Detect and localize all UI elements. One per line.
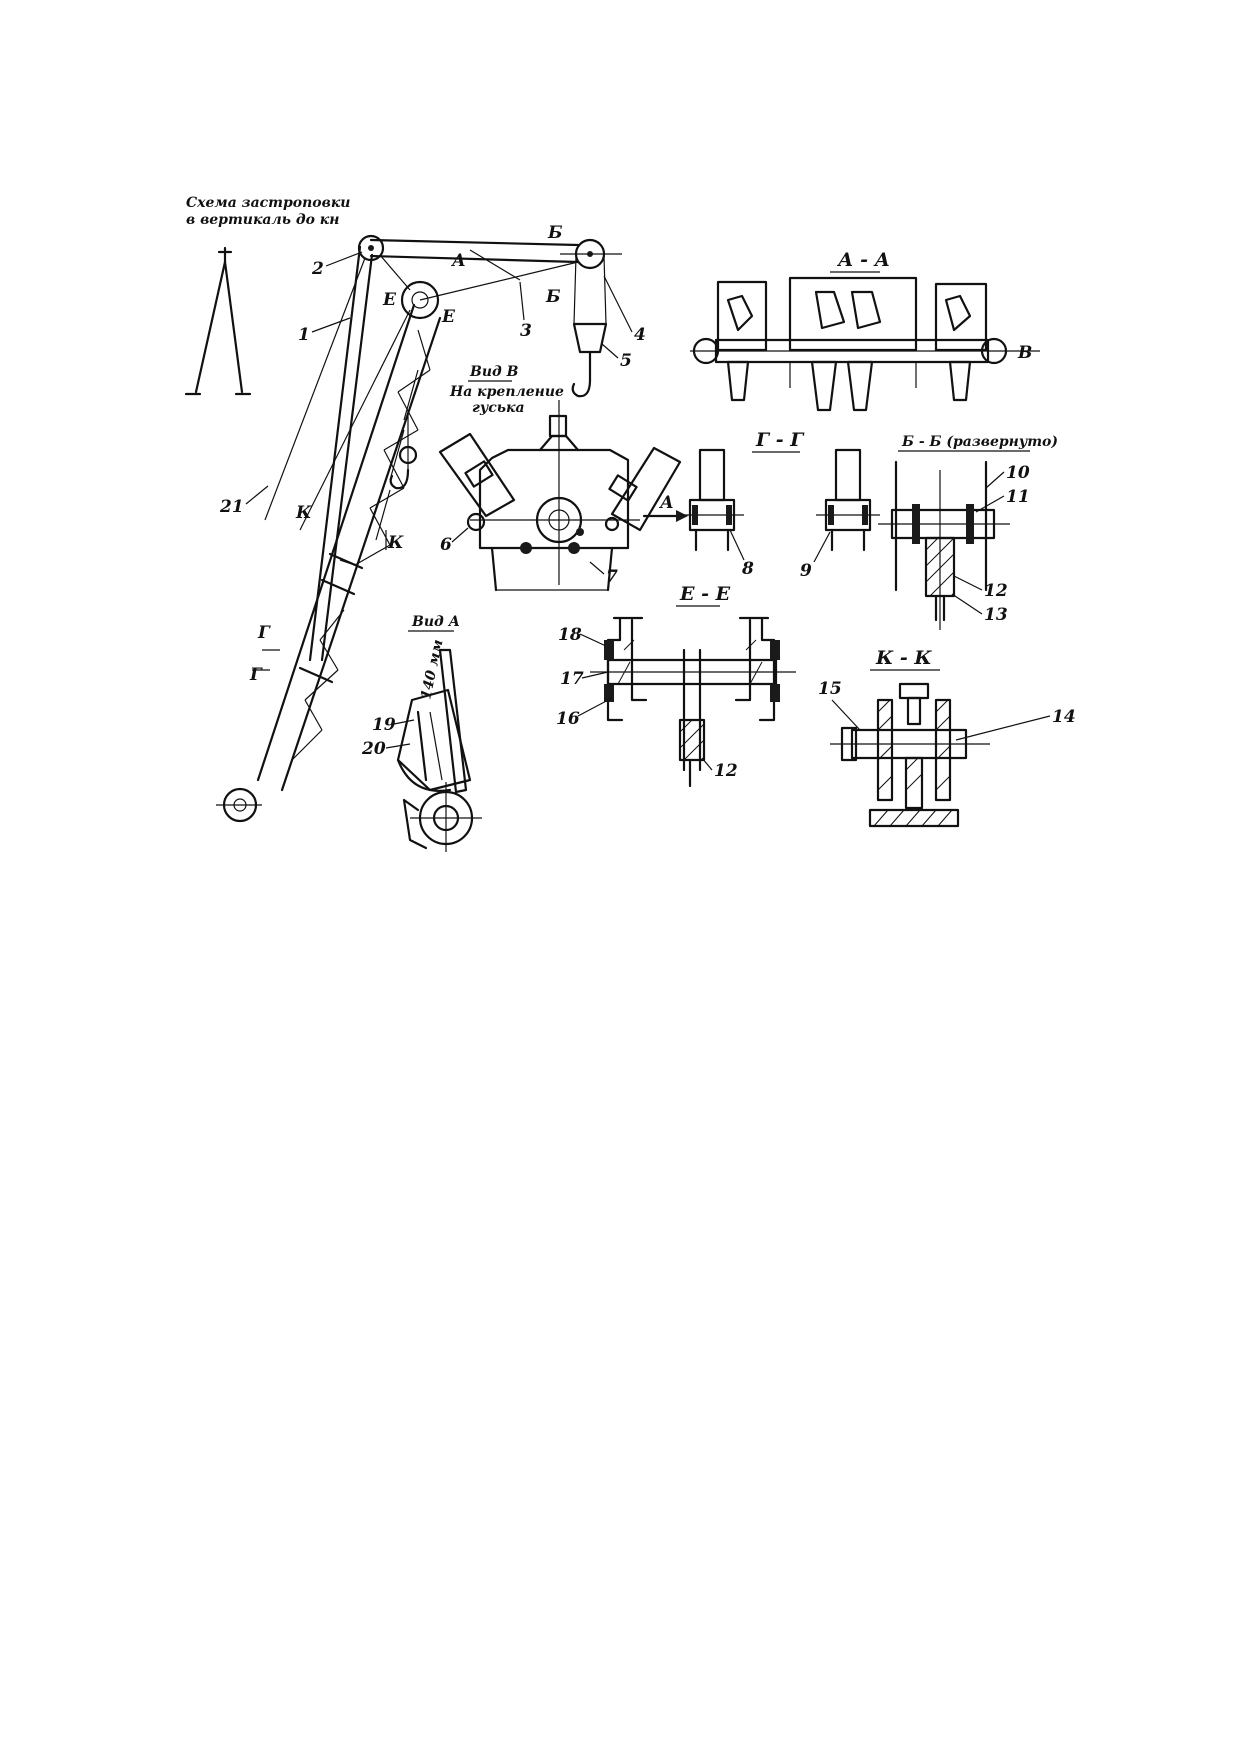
view-v-subtitle-line1: На крепление bbox=[449, 384, 564, 400]
callout-13: 13 bbox=[984, 605, 1008, 625]
callout-5: 5 bbox=[620, 351, 632, 371]
cut-b-top: Б bbox=[547, 223, 563, 243]
crane-boom bbox=[216, 234, 622, 823]
section-b-b-title: Б - Б (развернуто) bbox=[901, 434, 1058, 450]
section-a-a-cut-v: В bbox=[1017, 343, 1032, 363]
callout-11: 11 bbox=[1006, 487, 1030, 507]
callout-10: 10 bbox=[1006, 463, 1030, 483]
view-a-arrow-label: А bbox=[658, 493, 674, 513]
section-b-b: Б - Б (развернуто) 10 11 12 13 bbox=[878, 434, 1058, 630]
boom-callouts: 2 1 3 4 5 21 bbox=[219, 251, 646, 517]
section-e-e-title: Е - Е bbox=[679, 583, 731, 605]
section-k-k: К - К 15 14 bbox=[818, 647, 1076, 828]
cut-e-right: Е bbox=[441, 307, 456, 327]
cut-k-right: К bbox=[387, 533, 404, 553]
callout-7: 7 bbox=[606, 567, 618, 587]
callout-17: 17 bbox=[560, 669, 584, 689]
section-k-k-title: К - К bbox=[875, 647, 932, 669]
callout-2: 2 bbox=[311, 259, 324, 279]
boom-cut-markers: Е Е А Б Б К К Г Г bbox=[249, 223, 563, 685]
slinging-scheme: Схема застроповки в вертикаль до кн bbox=[184, 195, 351, 396]
section-e-e: Е - Е 12 18 17 16 bbox=[556, 583, 796, 788]
view-a-title: Вид А bbox=[411, 614, 460, 630]
section-a-a: А - А В bbox=[690, 249, 1040, 412]
view-v-jib-mounting: Вид В На крепление гуська 6 7 bbox=[438, 364, 688, 592]
view-v-title: Вид В bbox=[469, 364, 519, 380]
callout-1: 1 bbox=[298, 325, 310, 345]
callout-19: 19 bbox=[372, 715, 396, 735]
callout-8: 8 bbox=[741, 559, 754, 579]
callout-3: 3 bbox=[520, 321, 532, 341]
cut-k-left: К bbox=[295, 503, 312, 523]
section-g-g-title: Г - Г bbox=[755, 429, 805, 451]
callout-12-bb: 12 bbox=[984, 581, 1008, 601]
cut-g-lower: Г bbox=[249, 665, 263, 685]
callout-15: 15 bbox=[818, 679, 842, 699]
cut-b-lower: Б bbox=[545, 287, 561, 307]
callout-16: 16 bbox=[556, 709, 580, 729]
callout-20: 20 bbox=[361, 739, 386, 759]
callout-9: 9 bbox=[800, 561, 812, 581]
section-g-g: Г - Г 8 9 bbox=[680, 429, 880, 581]
section-a-a-title: А - А bbox=[836, 249, 890, 271]
cut-e-left: Е bbox=[382, 290, 397, 310]
scheme-caption-line2: в вертикаль до кн bbox=[186, 212, 339, 228]
cut-a-top: А bbox=[450, 251, 466, 271]
callout-18: 18 bbox=[558, 625, 582, 645]
callout-4: 4 bbox=[634, 325, 646, 345]
callout-21: 21 bbox=[219, 497, 244, 517]
callout-6: 6 bbox=[440, 535, 452, 555]
view-v-subtitle-line2: гуська bbox=[472, 400, 525, 416]
view-a-boom-end: Вид А 140 мм 19 20 bbox=[361, 614, 482, 852]
scheme-caption-line1: Схема застроповки bbox=[186, 195, 351, 211]
cut-g-upper: Г bbox=[257, 623, 271, 643]
callout-12-ee: 12 bbox=[714, 761, 738, 781]
callout-14: 14 bbox=[1052, 707, 1076, 727]
